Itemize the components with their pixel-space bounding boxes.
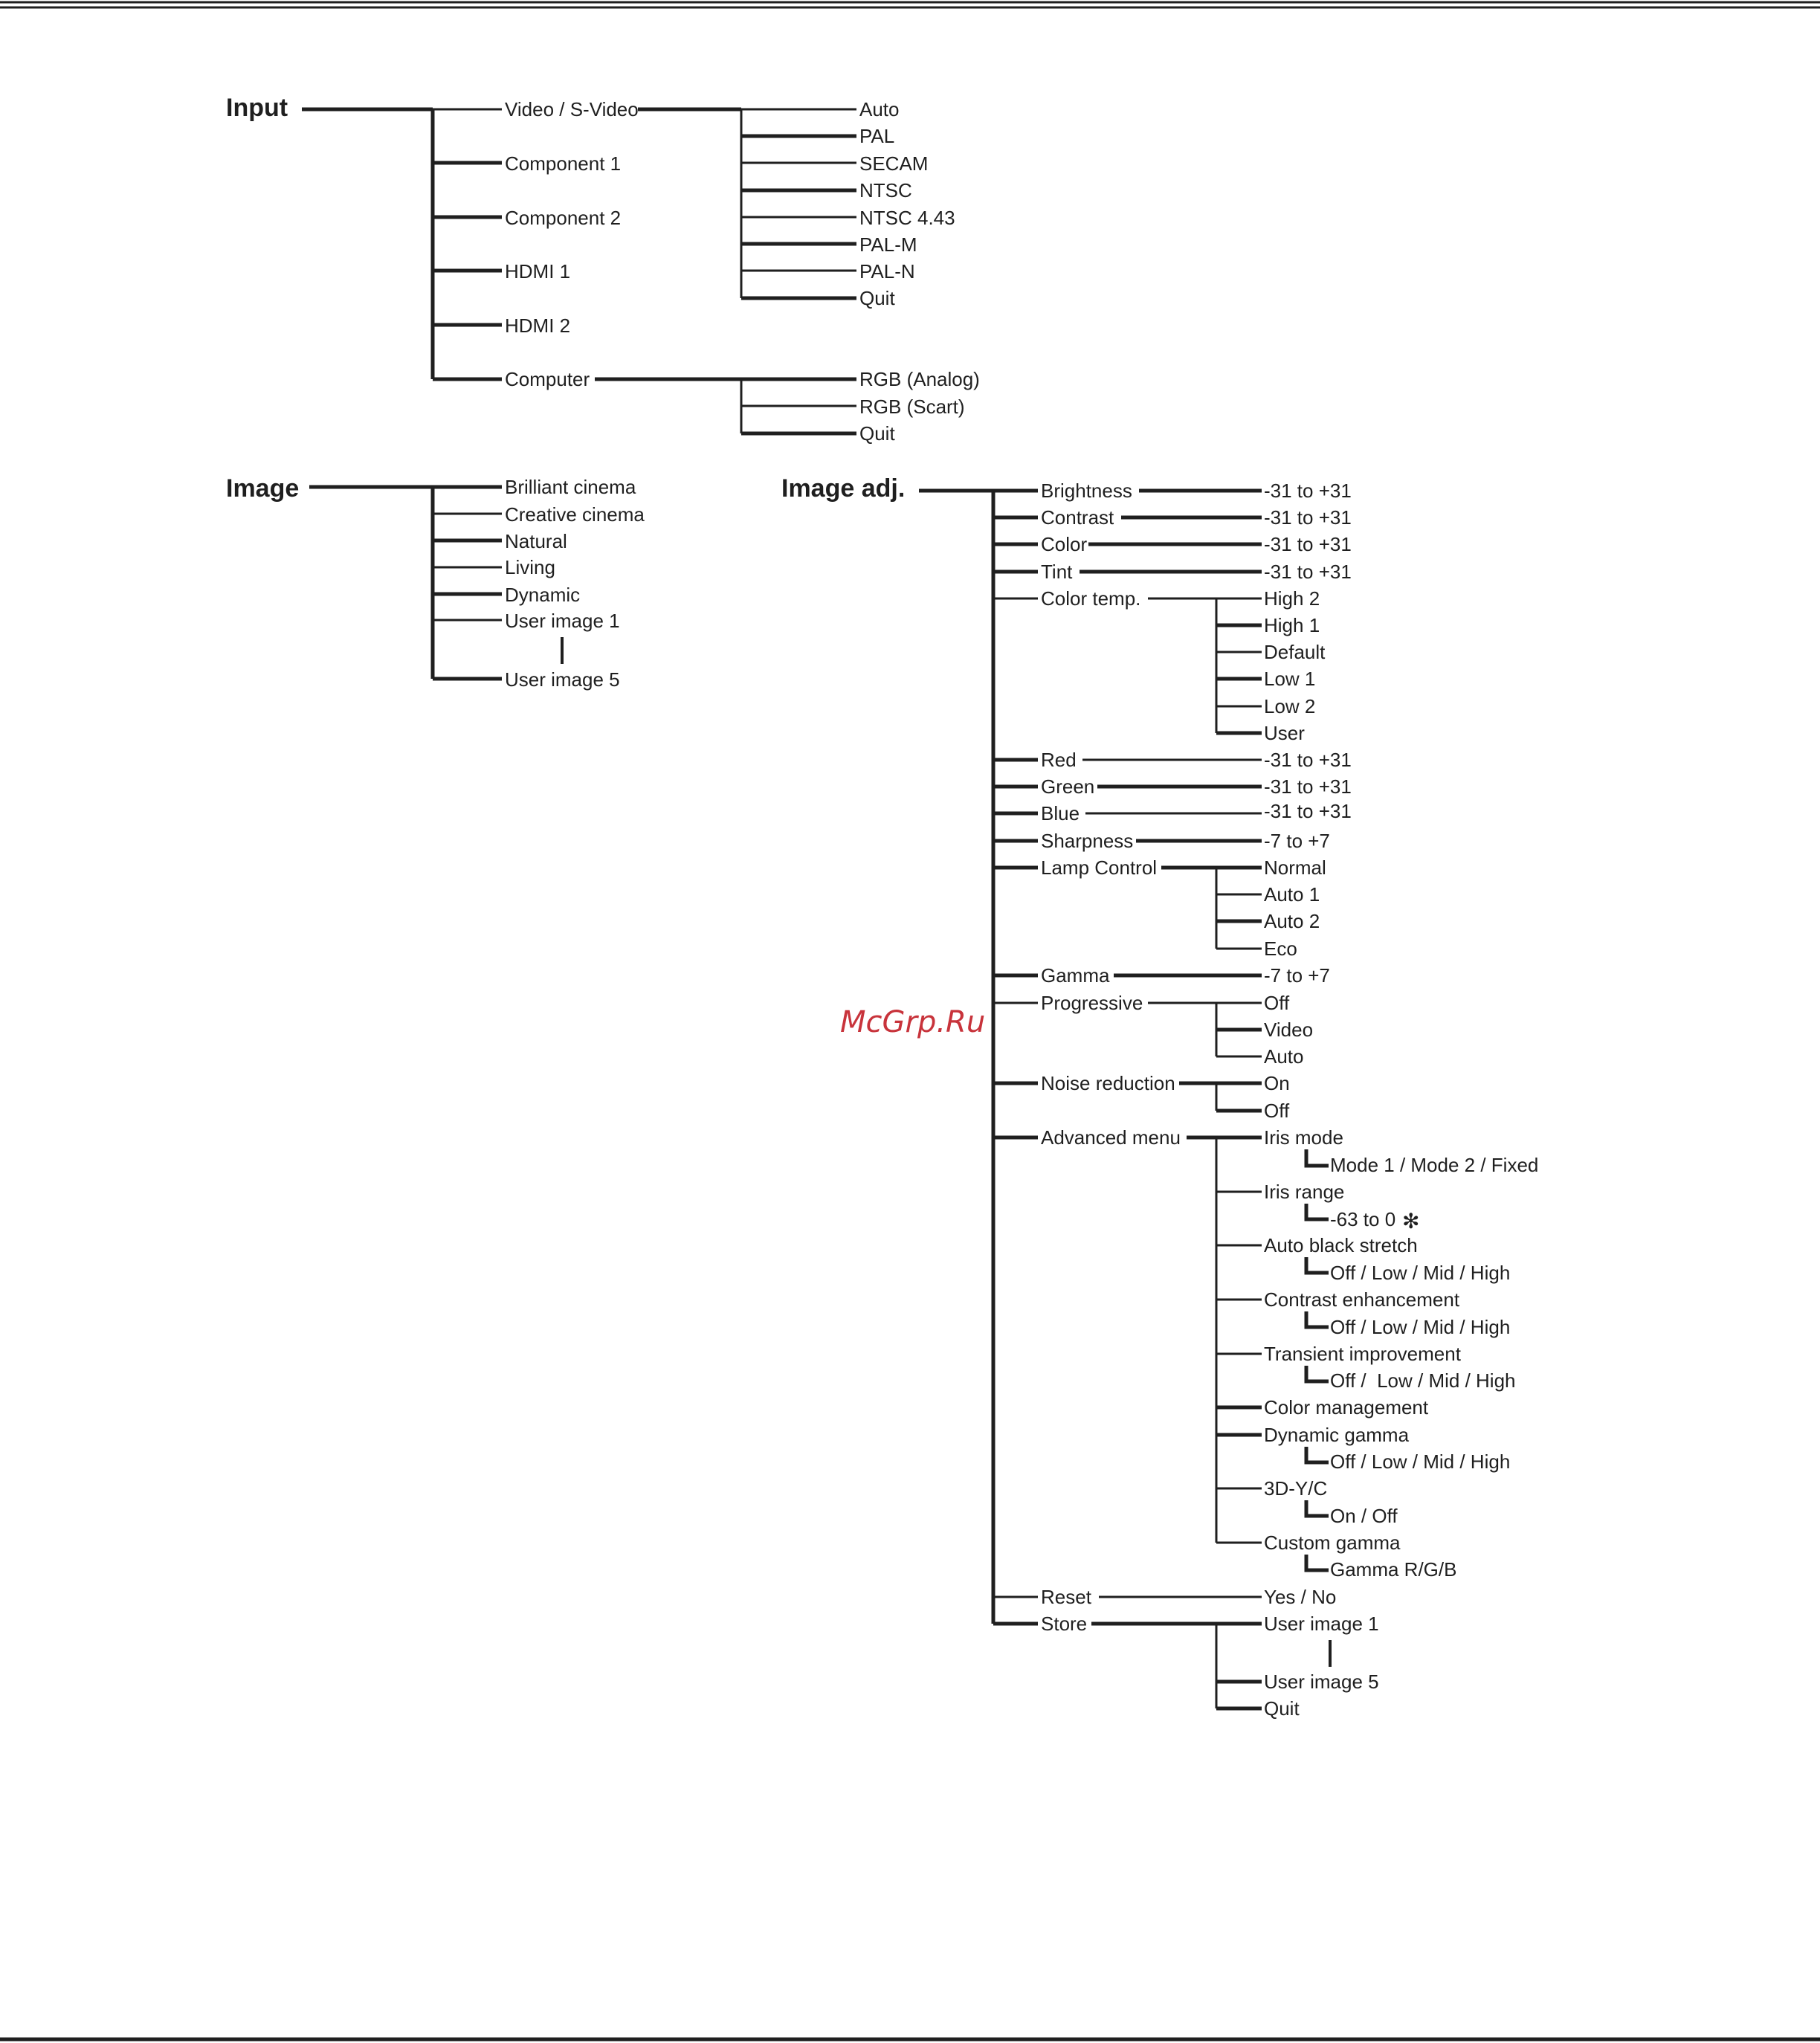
value-hook bbox=[1304, 1447, 1329, 1465]
advanced-item: Dynamic gamma bbox=[1264, 1424, 1410, 1446]
video-option: NTSC 4.43 bbox=[859, 207, 955, 229]
color-temp-option: Default bbox=[1264, 641, 1326, 663]
adj-item: Tint bbox=[1041, 561, 1073, 583]
video-option: Quit bbox=[859, 287, 895, 309]
color-temp-option: Low 2 bbox=[1264, 695, 1315, 717]
adj-item: Store bbox=[1041, 1613, 1087, 1635]
range-value: -31 to +31 bbox=[1264, 775, 1352, 798]
watermark: McGrp.Ru bbox=[840, 1005, 985, 1039]
color-temp-option: User bbox=[1264, 722, 1305, 744]
input-item: HDMI 1 bbox=[505, 260, 570, 283]
iris-range-value: -63 to 0 bbox=[1330, 1208, 1395, 1230]
range-value: -31 to +31 bbox=[1264, 561, 1352, 583]
adj-item: Reset bbox=[1041, 1586, 1092, 1608]
adj-item: Color bbox=[1041, 533, 1087, 555]
adj-item: Advanced menu bbox=[1041, 1126, 1181, 1149]
input-title: Input bbox=[226, 94, 288, 122]
video-option: PAL bbox=[859, 125, 894, 147]
adj-item: Lamp Control bbox=[1041, 856, 1157, 879]
value-hook bbox=[1304, 1311, 1329, 1329]
progressive-option: Off bbox=[1264, 992, 1290, 1014]
advanced-item: Contrast enhancement bbox=[1264, 1288, 1460, 1311]
image-item: Living bbox=[505, 556, 555, 578]
video-option: PAL-N bbox=[859, 260, 915, 283]
computer-option: RGB (Scart) bbox=[859, 396, 965, 418]
advanced-item: Iris mode bbox=[1264, 1126, 1343, 1149]
image-item: Natural bbox=[505, 530, 567, 552]
input-item: HDMI 2 bbox=[505, 314, 570, 337]
contrast-enhancement-value: Off / Low / Mid / High bbox=[1330, 1316, 1510, 1338]
adj-item: Blue bbox=[1041, 802, 1080, 824]
range-value: -7 to +7 bbox=[1264, 964, 1330, 987]
color-temp-option: High 2 bbox=[1264, 587, 1320, 610]
color-temp-option: High 1 bbox=[1264, 614, 1320, 636]
advanced-item: Custom gamma bbox=[1264, 1532, 1401, 1554]
video-option: Auto bbox=[859, 98, 900, 120]
lamp-option: Eco bbox=[1264, 937, 1297, 960]
transient-improvement-value: Off / Low / Mid / High bbox=[1330, 1369, 1516, 1392]
range-value: -31 to +31 bbox=[1264, 749, 1352, 771]
advanced-item: Transient improvement bbox=[1264, 1343, 1462, 1365]
advanced-item: Iris range bbox=[1264, 1181, 1344, 1203]
store-option: Quit bbox=[1264, 1697, 1300, 1720]
adj-item: Color temp. bbox=[1041, 587, 1140, 610]
auto-black-stretch-value: Off / Low / Mid / High bbox=[1330, 1262, 1510, 1284]
adj-item: Red bbox=[1041, 749, 1077, 771]
lamp-option: Normal bbox=[1264, 856, 1326, 879]
advanced-item: Color management bbox=[1264, 1396, 1429, 1419]
input-item: Computer bbox=[505, 368, 590, 390]
iris-mode-value: Mode 1 / Mode 2 / Fixed bbox=[1330, 1154, 1538, 1176]
reset-option: Yes / No bbox=[1264, 1586, 1336, 1608]
input-item: Component 1 bbox=[505, 152, 621, 175]
lamp-option: Auto 1 bbox=[1264, 883, 1320, 906]
image-item: User image 5 bbox=[505, 668, 620, 691]
progressive-option: Auto bbox=[1264, 1045, 1304, 1068]
adj-item: Noise reduction bbox=[1041, 1072, 1175, 1094]
adj-item: Gamma bbox=[1041, 964, 1110, 987]
noise-option: On bbox=[1264, 1072, 1290, 1094]
video-option: PAL-M bbox=[859, 233, 917, 256]
range-value: -31 to +31 bbox=[1264, 506, 1352, 529]
advanced-item: Auto black stretch bbox=[1264, 1234, 1418, 1256]
value-hook bbox=[1304, 1555, 1329, 1572]
store-option: User image 5 bbox=[1264, 1671, 1379, 1693]
range-value: -31 to +31 bbox=[1264, 480, 1352, 502]
adj-item: Green bbox=[1041, 775, 1094, 798]
range-value: -31 to +31 bbox=[1264, 800, 1352, 822]
adj-item: Progressive bbox=[1041, 992, 1143, 1014]
range-value: -31 to +31 bbox=[1264, 533, 1352, 555]
adj-item: Contrast bbox=[1041, 506, 1114, 529]
image-adj-title: Image adj. bbox=[781, 474, 905, 503]
computer-option: RGB (Analog) bbox=[859, 368, 980, 390]
value-hook bbox=[1304, 1500, 1329, 1518]
value-hook bbox=[1304, 1366, 1329, 1384]
input-item: Video / S-Video bbox=[505, 98, 639, 120]
value-hook bbox=[1304, 1149, 1329, 1168]
image-item: Dynamic bbox=[505, 584, 580, 606]
value-hook bbox=[1304, 1257, 1329, 1275]
value-hook bbox=[1304, 1204, 1329, 1221]
custom-gamma-value: Gamma R/G/B bbox=[1330, 1558, 1456, 1581]
noise-option: Off bbox=[1264, 1100, 1290, 1122]
lamp-option: Auto 2 bbox=[1264, 910, 1320, 932]
adj-item: Sharpness bbox=[1041, 830, 1133, 852]
asterisk-mark: ✻ bbox=[1402, 1210, 1419, 1233]
store-option: User image 1 bbox=[1264, 1613, 1379, 1635]
input-item: Component 2 bbox=[505, 207, 621, 229]
yc-3d-value: On / Off bbox=[1330, 1505, 1398, 1527]
image-item: User image 1 bbox=[505, 610, 620, 632]
advanced-item: 3D-Y/C bbox=[1264, 1477, 1327, 1500]
range-value: -7 to +7 bbox=[1264, 830, 1330, 852]
image-item: Brilliant cinema bbox=[505, 476, 636, 498]
progressive-option: Video bbox=[1264, 1019, 1313, 1041]
video-option: SECAM bbox=[859, 152, 928, 175]
image-item: Creative cinema bbox=[505, 503, 645, 526]
adj-item: Brightness bbox=[1041, 480, 1132, 502]
dynamic-gamma-value: Off / Low / Mid / High bbox=[1330, 1450, 1510, 1473]
image-title: Image bbox=[226, 474, 299, 503]
video-option: NTSC bbox=[859, 179, 912, 201]
color-temp-option: Low 1 bbox=[1264, 668, 1315, 690]
computer-option: Quit bbox=[859, 422, 895, 445]
